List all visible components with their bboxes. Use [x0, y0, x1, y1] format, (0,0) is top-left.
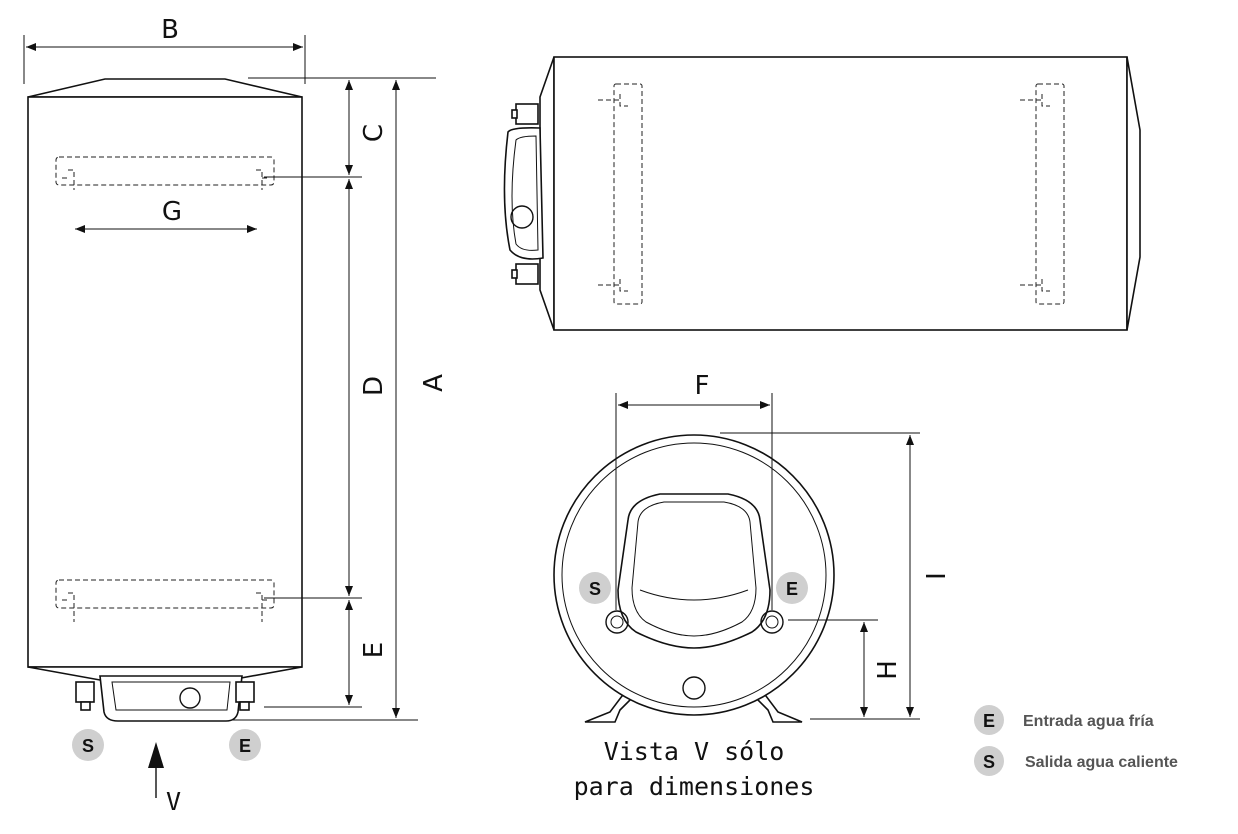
- left-wall-bracket: [598, 83, 643, 305]
- control-box: [99, 675, 243, 722]
- dim-label-c: C: [359, 124, 389, 142]
- dim-label-g: G: [162, 197, 182, 227]
- tank-top-cap: [27, 78, 303, 98]
- svg-text:E: E: [239, 736, 251, 756]
- outlet-pipe: [75, 681, 95, 711]
- right-wall-bracket: [1020, 83, 1065, 305]
- legend-text: Salida agua caliente: [1025, 754, 1178, 771]
- legend-mark: S: [983, 752, 995, 772]
- thermostat-knob: [179, 687, 201, 709]
- horizontal-bottom-pipe: [511, 263, 539, 285]
- dim-label-a: A: [419, 374, 449, 392]
- svg-text:E: E: [786, 579, 798, 599]
- legend: E Entrada agua fría S Salida agua calien…: [974, 705, 1178, 776]
- dim-label-i: I: [922, 572, 952, 580]
- lower-wall-bracket: [55, 579, 275, 622]
- view-arrow: V: [148, 742, 181, 816]
- view-caption-line-2: para dimensiones: [574, 772, 815, 801]
- vertical-front-view: B C D E A G S E V: [23, 15, 449, 816]
- legend-item-outlet: S Salida agua caliente: [974, 746, 1178, 776]
- end-view-inlet-ring: [760, 610, 784, 634]
- end-view-outlet-badge: S: [579, 572, 611, 604]
- dim-label-f: F: [695, 371, 710, 401]
- inlet-badge: E: [229, 729, 261, 761]
- dim-label-h: H: [873, 660, 903, 680]
- dim-label-d: D: [359, 376, 389, 396]
- outlet-badge: S: [72, 729, 104, 761]
- inlet-pipe: [235, 681, 255, 711]
- end-view-inlet-badge: E: [776, 572, 808, 604]
- tank-body: [27, 96, 303, 668]
- horizontal-tank-body: [553, 56, 1128, 331]
- horizontal-top-pipe: [511, 103, 539, 125]
- right-end-cap: [1126, 56, 1141, 331]
- view-arrow-label: V: [166, 787, 181, 816]
- svg-text:S: S: [82, 736, 94, 756]
- legend-item-inlet: E Entrada agua fría: [974, 705, 1154, 735]
- end-view-knob: [682, 676, 706, 700]
- legend-mark: E: [983, 711, 995, 731]
- end-view-outlet-ring: [605, 610, 629, 634]
- horizontal-view: [503, 56, 1141, 331]
- dim-label-b: B: [161, 15, 179, 45]
- dim-label-e: E: [359, 642, 389, 658]
- svg-text:S: S: [589, 579, 601, 599]
- upper-wall-bracket: [55, 156, 275, 190]
- end-view-control-housing: [617, 493, 771, 649]
- legend-text: Entrada agua fría: [1023, 713, 1154, 730]
- horizontal-thermostat-knob: [510, 205, 534, 229]
- end-view: S E F I H Vista V sólo para dimensiones: [553, 371, 952, 801]
- view-caption-line-1: Vista V sólo: [604, 737, 785, 766]
